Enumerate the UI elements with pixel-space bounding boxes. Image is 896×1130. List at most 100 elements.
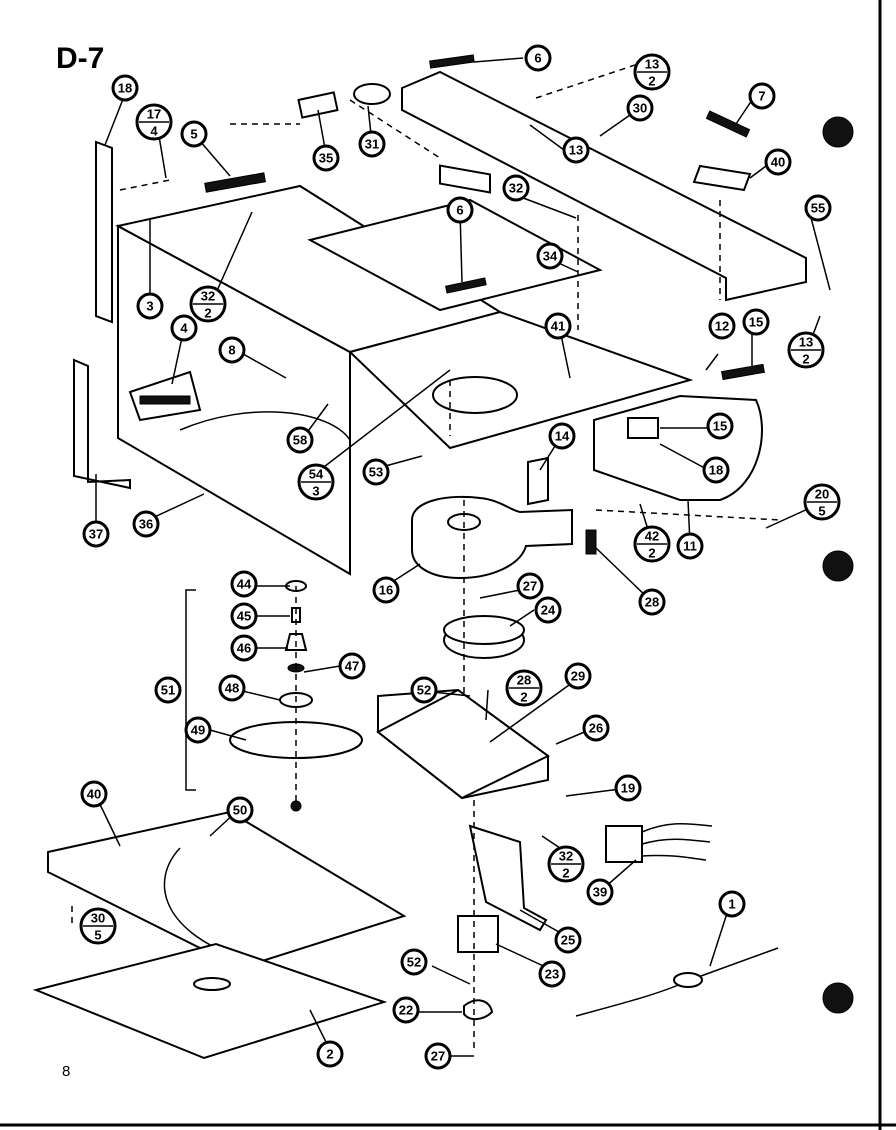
svg-text:13: 13 [799, 335, 813, 350]
svg-text:49: 49 [191, 723, 205, 738]
plate-part-40 [692, 164, 752, 192]
svg-text:5: 5 [94, 928, 101, 943]
connector-block-part-39 [605, 825, 643, 863]
vent-slot [139, 395, 191, 405]
callout-27b: 27 [424, 1042, 452, 1070]
callout-7: 7 [748, 82, 776, 110]
strip-part-6 [429, 54, 475, 69]
page-number: 8 [62, 1063, 70, 1080]
cover-window [439, 164, 491, 194]
duct-housing-part [593, 394, 763, 501]
callout-16: 16 [372, 576, 400, 604]
svg-text:4: 4 [150, 124, 158, 139]
callout-19: 19 [614, 774, 642, 802]
binder-hole [822, 116, 854, 148]
svg-text:7: 7 [758, 89, 765, 104]
svg-text:34: 34 [543, 249, 558, 264]
callout-13: 13 [562, 136, 590, 164]
callout-15b: 15 [706, 412, 734, 440]
callout-13-2b: 132 [787, 331, 825, 369]
callout-6b: 6 [446, 196, 474, 224]
grille-frame-part [47, 810, 407, 970]
callout-25: 25 [554, 926, 582, 954]
svg-text:40: 40 [771, 155, 785, 170]
top-cover-part [401, 70, 807, 302]
switch-bracket-part [468, 824, 548, 932]
bracket-part-14 [527, 456, 549, 506]
svg-text:41: 41 [551, 319, 565, 334]
svg-text:22: 22 [399, 1003, 413, 1018]
binder-hole [822, 982, 854, 1014]
svg-text:48: 48 [225, 681, 239, 696]
svg-text:5: 5 [818, 504, 825, 519]
callout-28: 28 [638, 588, 666, 616]
svg-text:47: 47 [345, 659, 359, 674]
svg-text:30: 30 [91, 911, 105, 926]
callout-26: 26 [582, 714, 610, 742]
cavity-floor-line [179, 411, 351, 441]
svg-text:5: 5 [190, 127, 197, 142]
callout-20-5: 205 [803, 483, 841, 521]
svg-text:27: 27 [431, 1049, 445, 1064]
motor-mount-top [376, 688, 550, 800]
callout-2: 2 [316, 1040, 344, 1068]
callout-36: 36 [132, 510, 160, 538]
callout-14: 14 [548, 422, 576, 450]
callout-49: 49 [184, 716, 212, 744]
callout-44: 44 [230, 570, 258, 598]
svg-text:3: 3 [312, 484, 319, 499]
callout-6: 6 [524, 44, 552, 72]
callout-24: 24 [534, 596, 562, 624]
svg-text:6: 6 [534, 51, 541, 66]
svg-text:52: 52 [417, 683, 431, 698]
callout-53: 53 [362, 458, 390, 486]
svg-text:42: 42 [645, 529, 659, 544]
inner-duct-part [307, 198, 603, 312]
callout-40b: 40 [80, 780, 108, 808]
alignment-line [71, 59, 781, 1050]
svg-text:28: 28 [517, 673, 531, 688]
svg-text:2: 2 [326, 1047, 333, 1062]
svg-text:8: 8 [228, 343, 235, 358]
callout-51: 51 [154, 676, 182, 704]
callout-5: 5 [180, 120, 208, 148]
svg-text:3: 3 [146, 299, 153, 314]
svg-text:12: 12 [715, 319, 729, 334]
svg-text:23: 23 [545, 967, 559, 982]
svg-text:13: 13 [645, 57, 659, 72]
svg-text:26: 26 [589, 721, 603, 736]
tray-part-2 [32, 942, 388, 1060]
svg-text:55: 55 [811, 201, 825, 216]
callout-1: 1 [718, 890, 746, 918]
callout-42-2: 422 [633, 525, 671, 563]
shelf-plate-part [348, 310, 694, 450]
svg-text:52: 52 [407, 955, 421, 970]
callout-31: 31 [358, 130, 386, 158]
svg-text:50: 50 [233, 803, 247, 818]
callout-46: 46 [230, 634, 258, 662]
svg-text:6: 6 [456, 203, 463, 218]
svg-text:32: 32 [201, 289, 215, 304]
callout-30-5: 305 [79, 907, 117, 945]
svg-text:28: 28 [645, 595, 659, 610]
callout-54-3: 543 [297, 463, 335, 501]
strip-part-5 [204, 172, 266, 193]
callout-52: 52 [410, 676, 438, 704]
svg-text:2: 2 [204, 306, 211, 321]
vertical-strip-part [73, 358, 131, 490]
svg-text:27: 27 [523, 579, 537, 594]
svg-text:1: 1 [728, 897, 735, 912]
svg-text:25: 25 [561, 933, 575, 948]
assembly-bracket [185, 589, 196, 791]
callout-30: 30 [626, 94, 654, 122]
callout-32: 32 [502, 174, 530, 202]
callout-52b: 52 [400, 948, 428, 976]
svg-text:13: 13 [569, 143, 583, 158]
callout-39: 39 [586, 878, 614, 906]
svg-text:4: 4 [180, 321, 188, 336]
callout-4: 4 [170, 314, 198, 342]
callout-29: 29 [564, 662, 592, 690]
svg-text:36: 36 [139, 517, 153, 532]
spring-part-20 [585, 529, 597, 555]
